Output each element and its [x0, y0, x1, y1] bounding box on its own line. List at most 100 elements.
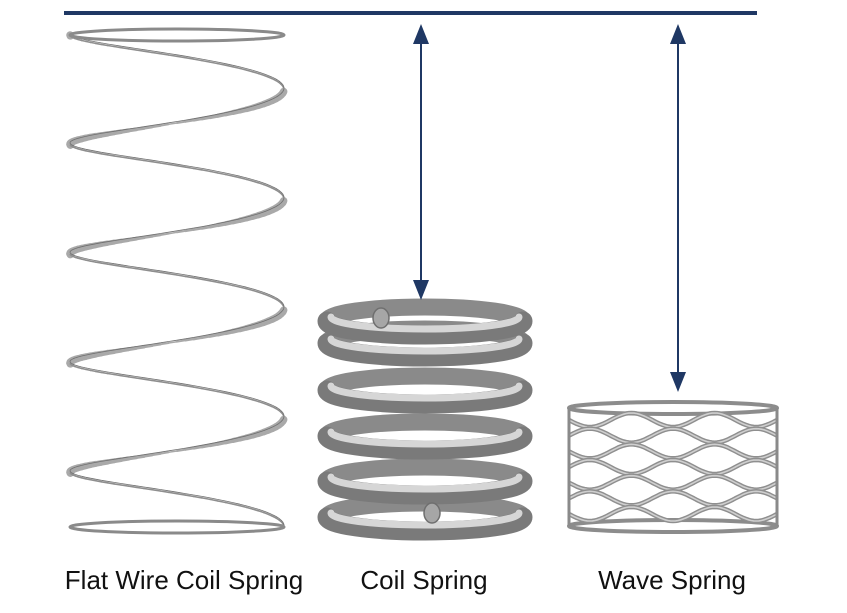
- flat-spring-edge-segment: [77, 365, 82, 368]
- flat-spring-edge-segment: [95, 260, 102, 262]
- wave-spring-layer-highlight: [568, 490, 778, 507]
- flat-spring-edge-segment: [272, 404, 277, 408]
- flat-spring-ribbon-segment: [251, 508, 260, 512]
- flat-spring-edge-segment: [160, 161, 169, 164]
- flat-spring-edge-segment: [176, 382, 186, 385]
- flat-spring-ribbon-segment: [113, 45, 122, 49]
- flat-spring-edge-segment: [263, 292, 269, 295]
- flat-spring-ribbon-segment: [113, 155, 122, 158]
- flat-spring-edge-segment: [128, 156, 137, 159]
- flat-spring-ribbon-segment: [192, 226, 204, 231]
- flat-spring-ribbon-segment: [94, 151, 103, 155]
- flat-spring-edge-segment: [263, 100, 269, 103]
- flat-spring-edge-segment: [151, 159, 161, 162]
- flat-spring-edge-segment: [280, 519, 283, 523]
- flat-spring-ribbon-segment: [135, 49, 145, 53]
- flat-spring-ribbon-segment: [151, 488, 162, 492]
- flat-spring-edge-segment: [252, 288, 259, 291]
- flat-spring-ribbon-segment: [201, 59, 211, 63]
- flat-spring-edge-segment: [128, 127, 137, 130]
- flat-spring-edge-segment: [168, 381, 178, 384]
- flat-spring-ribbon-segment: [113, 483, 122, 486]
- coil-spring-height-arrow: [413, 24, 429, 300]
- flat-spring-edge-segment: [160, 231, 169, 234]
- flat-spring-ribbon-segment: [201, 169, 211, 173]
- flat-spring-ribbon-segment: [262, 183, 270, 188]
- flat-spring-edge-segment: [201, 496, 211, 499]
- flat-spring-edge-segment: [176, 447, 186, 450]
- flat-spring-edge-segment: [278, 517, 282, 521]
- flat-spring-edge-segment: [128, 236, 137, 239]
- flat-spring-ribbon-segment: [257, 291, 265, 295]
- flat-spring-edge-segment: [75, 255, 79, 258]
- flat-spring-edge-segment: [268, 403, 273, 406]
- flat-spring-edge-segment: [151, 378, 161, 381]
- wave-spring: [567, 400, 779, 534]
- flat-spring-ribbon-segment: [94, 42, 103, 46]
- flat-spring-ribbon-segment: [159, 380, 170, 384]
- flat-spring-edge-segment: [85, 463, 91, 465]
- flat-spring-edge-segment: [232, 174, 240, 177]
- flat-spring-edge-segment: [278, 189, 282, 193]
- flat-spring-edge-segment: [72, 363, 76, 366]
- flat-spring-edge-segment: [128, 484, 137, 487]
- flat-spring-ribbon-segment: [135, 267, 145, 271]
- flat-spring-edge-segment: [151, 123, 161, 126]
- flat-spring-edge-segment: [114, 129, 122, 132]
- flat-spring-edge-segment: [193, 57, 203, 60]
- flat-spring-edge-segment: [217, 440, 226, 443]
- flat-spring-edge-segment: [143, 343, 153, 346]
- flat-spring-edge-segment: [101, 370, 108, 373]
- flat-spring-edge-segment: [71, 358, 74, 361]
- flat-spring-ribbon-segment: [120, 484, 130, 487]
- flat-spring-edge-segment: [252, 507, 259, 510]
- flat-spring-edge-segment: [201, 386, 211, 389]
- flat-spring-edge-segment: [268, 98, 273, 102]
- flat-spring-edge-segment: [239, 107, 247, 110]
- flat-spring-ribbon-segment: [167, 382, 178, 386]
- flat-spring-edge-segment: [101, 151, 108, 154]
- wave-spring-top-shim: [567, 400, 779, 416]
- flat-spring-edge-segment: [176, 338, 186, 341]
- coil-spring-wire-end: [372, 307, 390, 329]
- flat-wire-coil-spring-label: Flat Wire Coil Spring: [64, 565, 304, 595]
- flat-spring-edge-segment: [185, 118, 194, 121]
- flat-spring-edge-segment: [90, 352, 96, 355]
- flat-spring-edge-segment: [193, 385, 203, 388]
- flat-spring-edge-segment: [85, 39, 91, 42]
- flat-spring-edge-segment: [151, 233, 161, 236]
- flat-spring-ribbon-segment: [232, 66, 241, 70]
- flat-spring-ribbon-segment: [127, 157, 137, 161]
- flat-spring-ribbon-segment: [262, 402, 270, 406]
- flat-spring-edge-segment: [246, 433, 253, 437]
- flat-spring-edge-segment: [185, 383, 194, 386]
- flat-spring-edge-segment: [176, 119, 186, 122]
- flat-spring-ribbon-segment: [209, 279, 219, 284]
- flat-spring-edge-segment: [168, 162, 178, 165]
- coil-spring-highlight: [327, 473, 523, 493]
- flat-spring-ribbon-segment: [143, 378, 153, 382]
- flat-spring-edge-segment: [114, 348, 122, 351]
- flat-spring-ribbon-segment: [106, 154, 115, 157]
- flat-spring-ribbon-segment: [209, 61, 219, 65]
- flat-spring-edge-segment: [121, 238, 129, 240]
- flat-spring-edge-segment: [71, 249, 74, 251]
- flat-spring-edge-segment: [81, 475, 86, 478]
- flat-spring-edge-segment: [95, 461, 102, 463]
- flat-spring-edge-segment: [282, 308, 285, 311]
- flat-spring-edge-segment: [78, 475, 82, 477]
- flat-spring-edge-segment: [268, 293, 273, 297]
- flat-spring-edge-segment: [201, 224, 211, 227]
- flat-spring-ribbon-segment: [89, 478, 97, 482]
- flat-spring-edge-segment: [232, 64, 240, 68]
- flat-spring-ribbon-segment: [192, 445, 204, 450]
- flat-spring-ribbon-segment: [192, 167, 203, 171]
- flat-spring-ribbon-segment: [184, 446, 195, 451]
- flat-spring-edge-segment: [71, 472, 74, 474]
- flat-spring-edge-segment: [278, 311, 282, 315]
- flat-spring-ribbon-segment: [159, 342, 170, 346]
- flat-spring-ribbon-segment: [167, 231, 178, 235]
- flat-spring-ribbon-segment: [192, 117, 204, 122]
- flat-spring-ribbon-segment: [257, 182, 265, 186]
- flat-spring-ribbon-segment: [176, 492, 187, 496]
